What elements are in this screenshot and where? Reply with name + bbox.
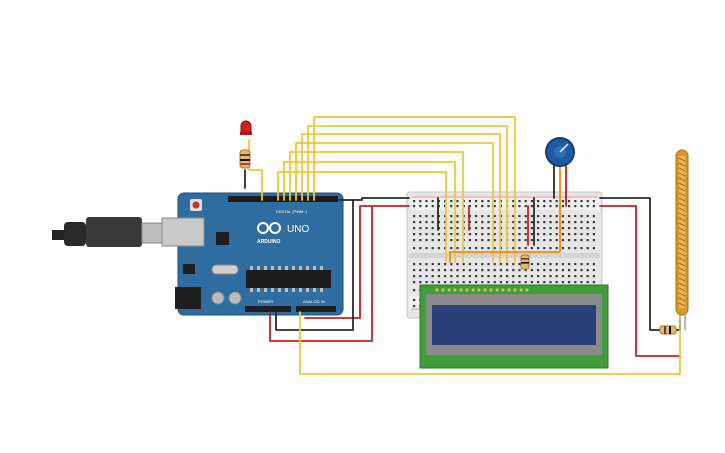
wire-black-power xyxy=(275,199,354,331)
digital-header xyxy=(228,196,338,202)
wire-black-gnd xyxy=(338,197,410,201)
flex-resistor xyxy=(659,325,677,335)
lcd-pins xyxy=(435,288,529,292)
power-header-label: POWER xyxy=(258,299,273,304)
arduino-logo-icon xyxy=(257,222,281,234)
red-led xyxy=(240,120,252,135)
breadboard-resistor xyxy=(520,254,530,270)
wire-yellow-led xyxy=(248,139,263,201)
wire-yellow-d7 xyxy=(277,171,447,263)
flex-sensor xyxy=(675,149,689,330)
lcd-16x2 xyxy=(419,284,609,369)
wire-orange-pot xyxy=(449,165,561,253)
arduino-logo-text: ARDUINO xyxy=(257,239,280,245)
reset-button xyxy=(192,201,200,209)
lcd-screen xyxy=(432,305,596,345)
wire-yellow-d2 xyxy=(307,125,508,263)
wire-yellow-d6 xyxy=(283,161,456,263)
wire-yellow-d3 xyxy=(301,133,501,263)
wire-red-5v-right xyxy=(599,205,681,357)
wire-red-5v xyxy=(304,205,410,319)
usb-cable xyxy=(52,217,165,247)
atmega-chip xyxy=(246,270,331,288)
uno-label: UNO xyxy=(287,224,309,235)
wire-black-gnd-right xyxy=(599,197,681,331)
analog-header-label: ANALOG IN xyxy=(303,299,325,304)
analog-header xyxy=(296,306,336,312)
wire-yellow-d1 xyxy=(313,116,516,263)
arduino-uno-board: ARDUINO UNO DIGITAL (PWM~) POWER ANALOG … xyxy=(161,192,344,316)
power-header xyxy=(245,306,291,312)
wire-yellow-d5 xyxy=(289,151,464,263)
potentiometer xyxy=(545,137,575,167)
led-resistor xyxy=(239,149,251,169)
wire-yellow-analog xyxy=(299,311,681,375)
wire-red-power xyxy=(269,205,373,342)
digital-header-label: DIGITAL (PWM~) xyxy=(276,209,308,214)
